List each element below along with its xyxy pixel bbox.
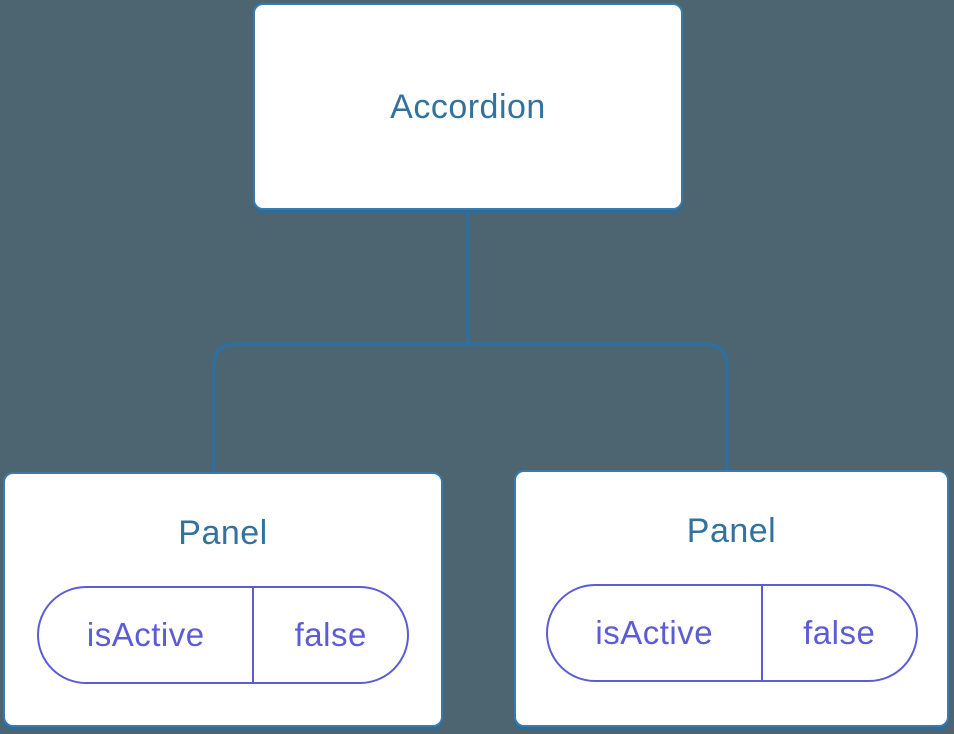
state-value: false — [760, 586, 916, 680]
accordion-label: Accordion — [390, 87, 546, 126]
state-value: false — [252, 588, 407, 682]
state-key: isActive — [595, 614, 714, 651]
panel-label: Panel — [686, 512, 777, 550]
panel-node-right: Panel isActive false — [514, 470, 949, 727]
connector-bracket — [212, 342, 729, 473]
accordion-node: Accordion — [253, 3, 683, 210]
state-pill: isActive false — [545, 584, 918, 682]
state-pill: isActive false — [37, 586, 409, 684]
panel-label: Panel — [178, 514, 268, 552]
panel-node-left: Panel isActive false — [3, 472, 443, 727]
state-key: isActive — [86, 616, 205, 653]
